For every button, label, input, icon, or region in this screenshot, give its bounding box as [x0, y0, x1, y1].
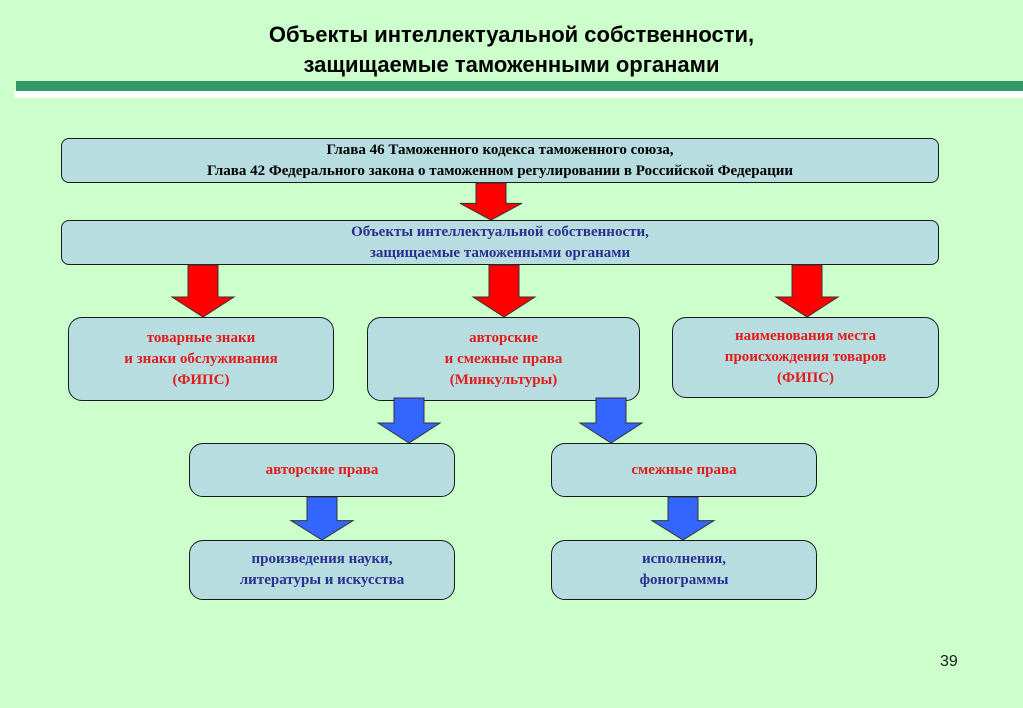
arrow-shape: [578, 397, 644, 444]
arrow-to-works-icon: [289, 496, 355, 541]
title-underline-green: [16, 81, 1023, 91]
category-line: авторские: [469, 329, 538, 346]
category-line: происхождения товаров: [724, 349, 887, 365]
arrow-shape: [459, 182, 523, 221]
arrow-to-performances-icon: [650, 496, 716, 541]
slide-title-line: Объекты интеллектуальной собственности,: [268, 22, 755, 47]
arrow-to-copyright-rights-icon: [376, 397, 442, 444]
objects-box: Объекты интеллектуальной собственности, …: [61, 220, 939, 265]
arrow-shape: [170, 264, 236, 318]
arrow-shape: [376, 397, 442, 444]
category-line: (ФИПС): [172, 371, 230, 388]
slide-title-line: защищаемые таможенными органами: [303, 52, 720, 77]
rights-box-copyright: авторские права: [189, 443, 455, 497]
source-box: Глава 46 Таможенного кодекса таможенного…: [61, 138, 939, 183]
objects-line: Объекты интеллектуальной собственности,: [351, 223, 649, 240]
category-line: и смежные права: [444, 350, 563, 367]
arrow-to-trademarks-icon: [170, 264, 236, 318]
arrow-source-to-objects-icon: [459, 182, 523, 221]
arrow-shape: [289, 496, 355, 541]
arrow-to-copyright-icon: [471, 264, 537, 318]
objects-line: защищаемые таможенными органами: [369, 244, 631, 261]
category-line: наименования места: [735, 328, 876, 344]
items-line: произведения науки,: [251, 551, 393, 567]
arrow-to-related-rights-icon: [578, 397, 644, 444]
rights-label: авторские права: [265, 461, 379, 478]
source-line: Глава 42 Федерального закона о таможенно…: [206, 162, 794, 179]
items-line: фонограммы: [639, 572, 729, 588]
title-underline-white: [14, 91, 1023, 98]
category-box-trademarks: товарные знаки и знаки обслуживания (ФИП…: [68, 317, 334, 401]
items-box-performances: исполнения, фонограммы: [551, 540, 817, 600]
arrow-shape: [471, 264, 537, 318]
category-line: товарные знаки: [146, 329, 256, 346]
items-box-works: произведения науки, литературы и искусст…: [189, 540, 455, 600]
slide-title: Объекты интеллектуальной собственности, …: [0, 20, 1023, 80]
arrow-to-origin-names-icon: [774, 264, 840, 318]
items-line: литературы и искусства: [239, 572, 405, 588]
category-line: (ФИПС): [776, 370, 835, 386]
rights-label: смежные права: [631, 461, 737, 478]
source-line: Глава 46 Таможенного кодекса таможенного…: [326, 141, 674, 158]
items-line: исполнения,: [641, 551, 727, 567]
category-line: и знаки обслуживания: [124, 350, 278, 367]
category-box-origin-names: наименования места происхождения товаров…: [672, 317, 939, 398]
category-box-copyright: авторские и смежные права (Минкультуры): [367, 317, 640, 401]
arrow-shape: [650, 496, 716, 541]
category-line: (Минкультуры): [449, 371, 558, 388]
page-number: 39: [940, 653, 958, 670]
rights-box-related: смежные права: [551, 443, 817, 497]
arrow-shape: [774, 264, 840, 318]
